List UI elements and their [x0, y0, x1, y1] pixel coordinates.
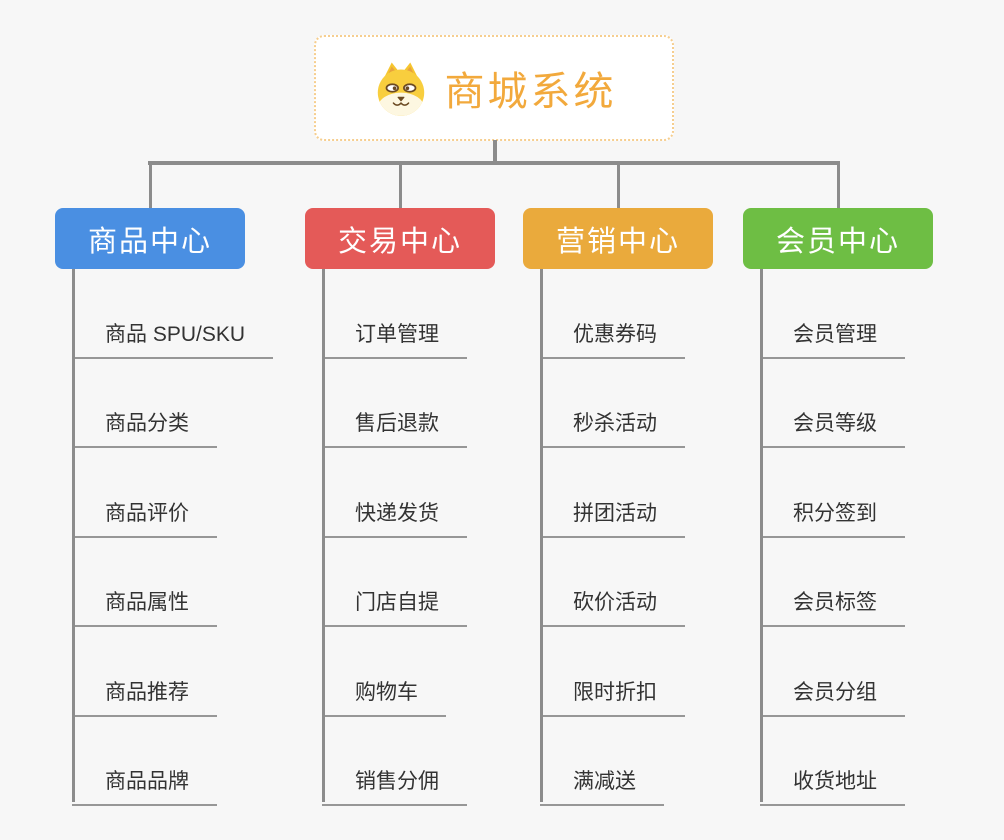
connector-spine	[760, 269, 763, 802]
leaf-node[interactable]: 秒杀活动	[540, 407, 685, 448]
branch-children-marketing: 优惠券码 秒杀活动 拼团活动 砍价活动 限时折扣 满减送	[540, 269, 780, 806]
leaf-row: 商品分类	[72, 359, 312, 448]
leaf-node[interactable]: 积分签到	[760, 497, 905, 538]
leaf-node[interactable]: 限时折扣	[540, 676, 685, 717]
leaf-node[interactable]: 门店自提	[322, 586, 467, 627]
connector-drop-trade	[398, 163, 402, 208]
dog-icon	[377, 62, 424, 116]
branch-children-trade: 订单管理 售后退款 快递发货 门店自提 购物车 销售分佣	[322, 269, 562, 806]
leaf-row: 限时折扣	[540, 627, 780, 717]
leaf-row: 快递发货	[322, 448, 562, 538]
root-title: 商城系统	[444, 70, 617, 114]
connector-spine	[540, 269, 543, 802]
leaf-row: 收货地址	[760, 717, 1000, 806]
branch-node-product[interactable]: 商品中心	[55, 208, 245, 269]
leaf-row: 购物车	[322, 627, 562, 717]
leaf-row: 会员等级	[760, 359, 1000, 448]
branch-children-member: 会员管理 会员等级 积分签到 会员标签 会员分组 收货地址	[760, 269, 1000, 806]
branch-children-product: 商品 SPU/SKU 商品分类 商品评价 商品属性 商品推荐 商品品牌	[72, 269, 312, 806]
branch-node-member[interactable]: 会员中心	[743, 208, 933, 269]
branch-label: 商品中心	[87, 225, 212, 258]
leaf-node[interactable]: 收货地址	[760, 765, 905, 806]
leaf-row: 商品属性	[72, 538, 312, 627]
branch-node-trade[interactable]: 交易中心	[305, 208, 495, 269]
leaf-row: 售后退款	[322, 359, 562, 448]
leaf-row: 商品 SPU/SKU	[72, 269, 312, 359]
leaf-row: 满减送	[540, 717, 780, 806]
branch-node-marketing[interactable]: 营销中心	[523, 208, 713, 269]
leaf-node[interactable]: 商品推荐	[72, 676, 217, 717]
leaf-row: 积分签到	[760, 448, 1000, 538]
leaf-row: 秒杀活动	[540, 359, 780, 448]
connector-drop-member	[836, 163, 840, 208]
leaf-node[interactable]: 订单管理	[322, 318, 467, 359]
leaf-row: 会员管理	[760, 269, 1000, 359]
connector-rail	[148, 161, 840, 165]
leaf-row: 商品推荐	[72, 627, 312, 717]
leaf-node[interactable]: 拼团活动	[540, 497, 685, 538]
branch-label: 会员中心	[775, 225, 900, 258]
leaf-row: 订单管理	[322, 269, 562, 359]
leaf-node[interactable]: 商品评价	[72, 497, 217, 538]
leaf-node[interactable]: 会员等级	[760, 407, 905, 448]
leaf-node[interactable]: 商品品牌	[72, 765, 217, 806]
leaf-node[interactable]: 优惠券码	[540, 318, 685, 359]
connector-root-stub	[493, 140, 497, 163]
leaf-node[interactable]: 商品分类	[72, 407, 217, 448]
leaf-node[interactable]: 商品属性	[72, 586, 217, 627]
connector-drop-marketing	[616, 163, 620, 208]
leaf-row: 砍价活动	[540, 538, 780, 627]
connector-spine	[72, 269, 75, 802]
branch-label: 交易中心	[337, 225, 462, 258]
leaf-row: 会员分组	[760, 627, 1000, 717]
leaf-row: 门店自提	[322, 538, 562, 627]
leaf-node[interactable]: 快递发货	[322, 497, 467, 538]
connector-spine	[322, 269, 325, 802]
leaf-node[interactable]: 购物车	[322, 676, 446, 717]
leaf-node[interactable]: 销售分佣	[322, 765, 467, 806]
leaf-node[interactable]: 会员标签	[760, 586, 905, 627]
leaf-node[interactable]: 会员管理	[760, 318, 905, 359]
branch-label: 营销中心	[555, 225, 680, 258]
leaf-node[interactable]: 满减送	[540, 765, 664, 806]
leaf-node[interactable]: 会员分组	[760, 676, 905, 717]
root-node[interactable]: 商城系统	[314, 35, 674, 141]
leaf-node[interactable]: 售后退款	[322, 407, 467, 448]
leaf-row: 销售分佣	[322, 717, 562, 806]
leaf-node[interactable]: 商品 SPU/SKU	[72, 318, 274, 359]
leaf-row: 会员标签	[760, 538, 1000, 627]
leaf-node[interactable]: 砍价活动	[540, 586, 685, 627]
leaf-row: 商品评价	[72, 448, 312, 538]
leaf-row: 拼团活动	[540, 448, 780, 538]
leaf-row: 商品品牌	[72, 717, 312, 806]
connector-drop-product	[148, 163, 152, 208]
leaf-row: 优惠券码	[540, 269, 780, 359]
